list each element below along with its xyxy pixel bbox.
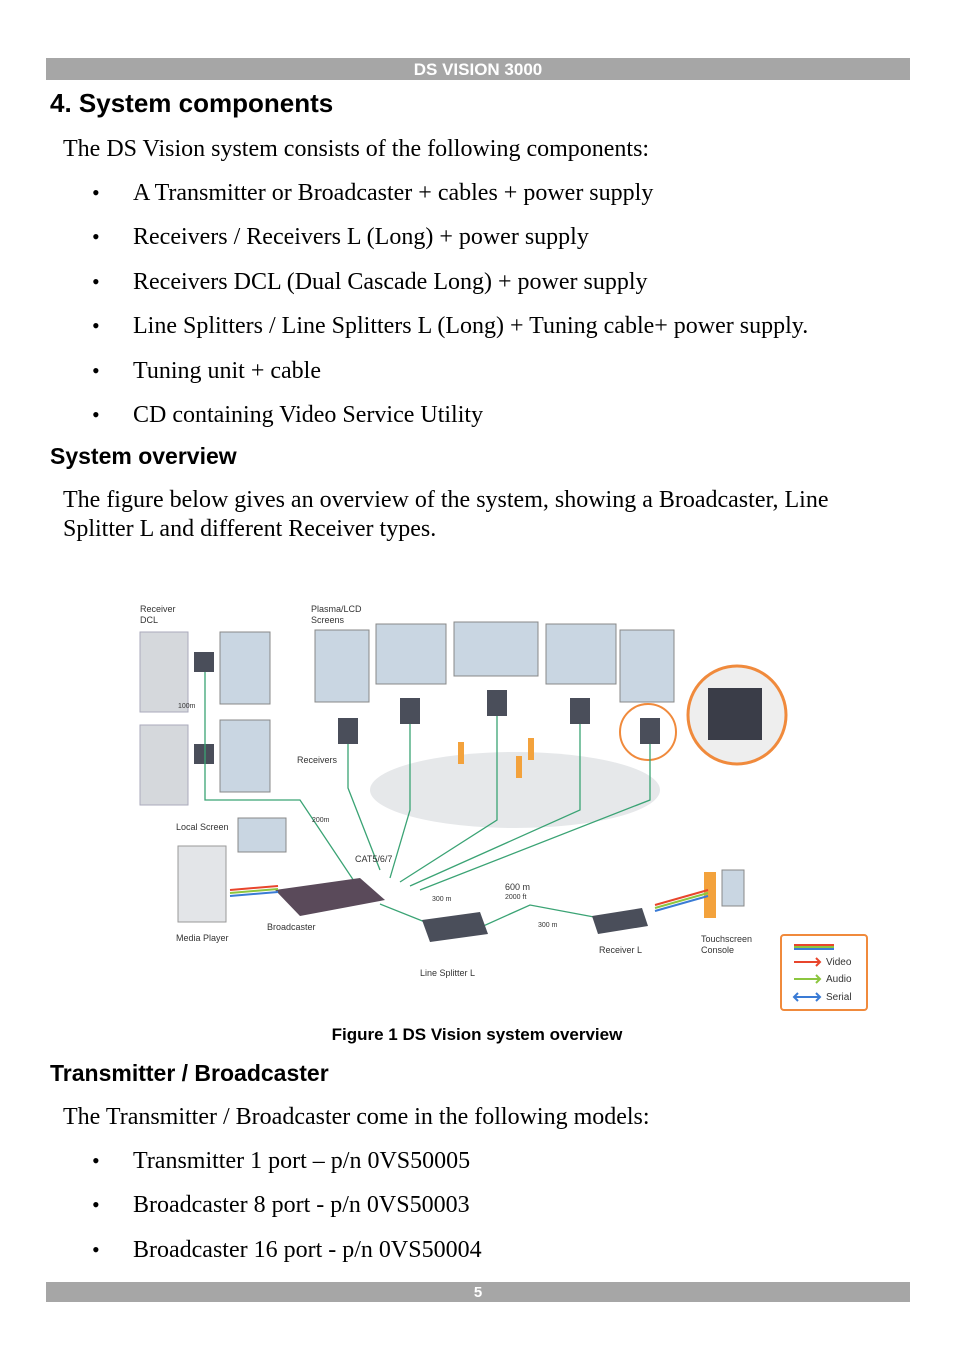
label-touchscreen: Touchscreen — [701, 934, 752, 944]
broadcaster-icon — [275, 878, 385, 916]
legend-audio: Audio — [826, 974, 852, 985]
receiver-l-icon — [592, 908, 648, 934]
component-list: A Transmitter or Broadcaster + cables + … — [92, 178, 808, 444]
screen-icon — [314, 629, 370, 703]
overview-heading: System overview — [50, 443, 237, 469]
local-screen-icon — [237, 817, 287, 853]
label-broadcaster: Broadcaster — [267, 922, 316, 932]
receiver-icon — [570, 698, 590, 724]
section-intro: The DS Vision system consists of the fol… — [63, 136, 650, 162]
label-local-screen: Local Screen — [176, 822, 229, 832]
legend-swatch — [794, 948, 834, 950]
media-player-icon — [177, 845, 227, 923]
dcl-wall-bottom — [139, 724, 189, 806]
list-item: Transmitter 1 port – p/n 0VS50005 — [92, 1146, 482, 1190]
screen-icon — [375, 623, 447, 685]
label-plasma: Plasma/LCD — [311, 604, 362, 614]
label-touchscreen: Console — [701, 945, 734, 955]
serial-arrow-icon — [792, 992, 822, 1002]
receiver-dcl-icon — [194, 652, 214, 672]
person-icon — [528, 738, 534, 760]
list-item: Receivers / Receivers L (Long) + power s… — [92, 222, 808, 266]
audio-arrow-icon — [794, 974, 822, 984]
person-icon — [516, 756, 522, 778]
person-icon — [458, 742, 464, 764]
legend-swatch — [794, 946, 834, 948]
video-arrow-icon — [794, 957, 822, 967]
screen-icon — [219, 631, 271, 705]
legend-serial: Serial — [826, 992, 852, 1003]
label-100m: 100m — [178, 703, 196, 710]
line-splitter-icon — [422, 912, 488, 942]
signal-lines — [229, 885, 709, 912]
label-2000ft: 2000 ft — [505, 894, 526, 901]
receiver-dcl-icon — [194, 744, 214, 764]
label-200m: 200m — [312, 817, 330, 824]
label-line-splitter: Line Splitter L — [420, 968, 475, 978]
system-overview-figure: Receiver DCL Plasma/LCD Screens 100m Rec… — [139, 604, 868, 1011]
receiver-icon — [400, 698, 420, 724]
dcl-wall-top — [139, 631, 189, 713]
touchscreen-icon — [721, 869, 745, 907]
receiver-icon — [338, 718, 358, 744]
page-number: 5 — [46, 1282, 910, 1302]
screen-icon — [453, 621, 539, 677]
section-title: 4. System components — [50, 88, 334, 118]
highlight-circle — [619, 703, 677, 761]
transmitter-intro: The Transmitter / Broadcaster come in th… — [63, 1104, 650, 1130]
screen-icon — [619, 629, 675, 703]
receiver-icon — [487, 690, 507, 716]
list-item: A Transmitter or Broadcaster + cables + … — [92, 178, 808, 222]
list-item: Tuning unit + cable — [92, 356, 808, 400]
screen-icon — [545, 623, 617, 685]
floor-ellipse — [370, 752, 660, 828]
label-plasma: Screens — [311, 615, 345, 625]
figure-caption: Figure 1 DS Vision system overview — [331, 1025, 623, 1044]
receiver-icon — [640, 718, 660, 744]
label-cat: CAT5/6/7 — [355, 854, 392, 864]
list-item: Broadcaster 16 port - p/n 0VS50004 — [92, 1235, 482, 1279]
list-item: Broadcaster 8 port - p/n 0VS50003 — [92, 1190, 482, 1234]
page-header: DS VISION 3000 — [46, 58, 910, 80]
label-receiver-l: Receiver L — [599, 945, 642, 955]
label-300m: 300 m — [538, 922, 558, 929]
overview-text: The figure below gives an overview of th… — [63, 487, 829, 542]
list-item: Receivers DCL (Dual Cascade Long) + powe… — [92, 267, 808, 311]
legend-swatch — [794, 944, 834, 946]
label-receivers: Receivers — [297, 755, 338, 765]
receiver-detail-icon — [708, 688, 762, 740]
list-item: CD containing Video Service Utility — [92, 400, 808, 444]
label-media-player: Media Player — [176, 933, 229, 943]
label-600m: 600 m — [505, 882, 530, 892]
legend-box — [780, 934, 868, 1011]
label-300m: 300 m — [432, 896, 452, 903]
person-icon — [704, 872, 716, 918]
label-receiver-dcl: DCL — [140, 615, 158, 625]
model-list: Transmitter 1 port – p/n 0VS50005 Broadc… — [92, 1146, 482, 1279]
transmitter-heading: Transmitter / Broadcaster — [50, 1060, 329, 1086]
list-item: Line Splitters / Line Splitters L (Long)… — [92, 311, 808, 355]
label-receiver-dcl: Receiver — [140, 604, 176, 614]
screen-icon — [219, 719, 271, 793]
legend-video: Video — [826, 957, 852, 968]
